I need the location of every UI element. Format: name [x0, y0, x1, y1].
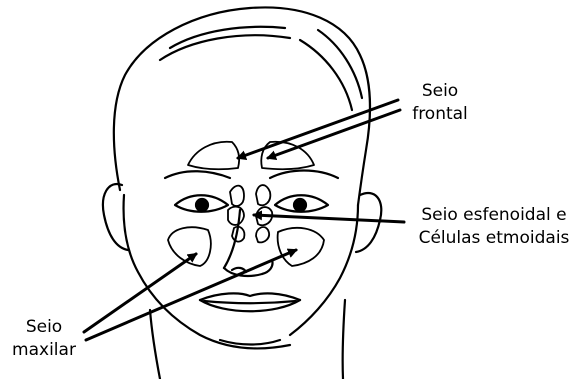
left-cheek-line — [124, 195, 290, 348]
chin — [220, 340, 280, 345]
right-iris — [294, 199, 306, 211]
label-line: Seio — [4, 316, 84, 339]
hair-strand — [300, 40, 352, 110]
neck-left — [150, 310, 160, 379]
left-eyebrow — [165, 171, 230, 178]
right-cheek-line — [290, 205, 358, 335]
arrow-frontal-left — [238, 100, 398, 158]
label-line: maxilar — [4, 339, 84, 362]
label-seio-esfenoidal: Seio esfenoidal e Células etmoidais — [408, 204, 580, 250]
label-line: Seio — [400, 80, 480, 103]
face-outline — [103, 7, 381, 379]
upper-lip — [200, 293, 300, 300]
ethmoid-cell — [256, 185, 270, 205]
left-iris — [196, 199, 208, 211]
frontal-sinus-left — [188, 142, 239, 170]
ethmoid-cell — [228, 207, 244, 225]
arrow-frontal-right — [268, 110, 400, 158]
hair-strand — [318, 30, 362, 98]
mouth-line — [204, 301, 296, 303]
label-line: Seio esfenoidal e — [408, 204, 580, 227]
maxillary-sinus-right — [278, 228, 324, 266]
ethmoid-cell — [256, 227, 269, 242]
right-ear — [356, 193, 381, 252]
ethmoid-cell — [230, 186, 244, 206]
neck-right — [343, 300, 345, 379]
label-seio-frontal: Seio frontal — [400, 80, 480, 126]
label-line: frontal — [400, 103, 480, 126]
label-line: Células etmoidais — [408, 227, 580, 250]
hair-strand — [160, 35, 290, 60]
nose-bridge — [224, 210, 240, 268]
label-seio-maxilar: Seio maxilar — [4, 316, 84, 362]
right-eyebrow — [270, 171, 338, 179]
